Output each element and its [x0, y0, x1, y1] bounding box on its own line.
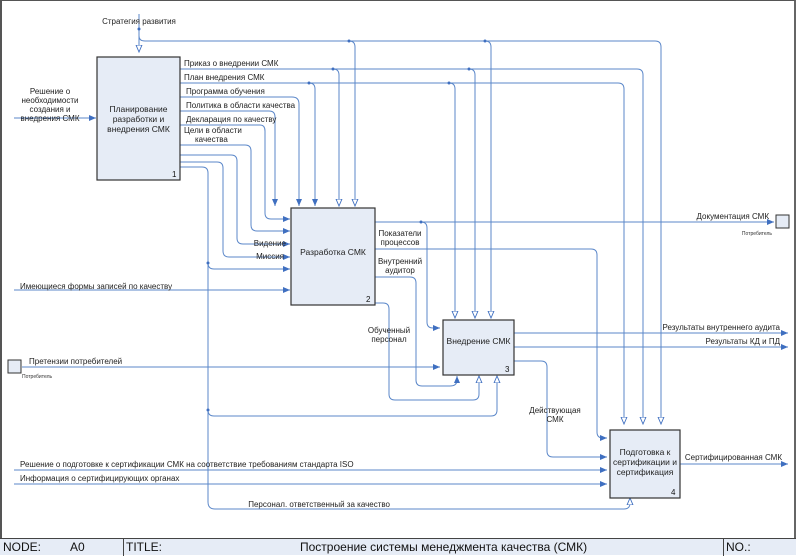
title-separator	[123, 539, 124, 556]
label-training-program: Программа обучения	[186, 87, 265, 96]
label-goals-1: Цели в области	[184, 126, 242, 135]
label-trained-staff-1: Обученный	[368, 326, 410, 335]
title-label: TITLE:	[126, 540, 163, 554]
arrow-active-qms[interactable]	[514, 360, 607, 460]
box-2-label: Разработка СМК	[300, 247, 366, 257]
label-decision-2: необходимости	[21, 96, 78, 105]
consumer-box-right[interactable]	[775, 214, 790, 229]
node-label: NODE:	[3, 540, 42, 554]
box-4-number: 4	[671, 488, 676, 497]
label-order: Приказ о внедрении СМК	[184, 59, 279, 68]
arrow-trained-staff[interactable]	[375, 302, 479, 401]
box-2-number: 2	[366, 295, 371, 304]
arrow-training-program[interactable]	[180, 96, 302, 206]
label-plan: План внедрения СМК	[184, 73, 265, 82]
label-responsible-staff: Персонал. ответственный за качество	[248, 500, 390, 509]
arrow-declaration[interactable]	[180, 124, 290, 222]
label-trained-staff-2: персонал	[371, 335, 407, 344]
box-4-label-line-1: Подготовка к	[620, 447, 671, 457]
node-value: A0	[70, 540, 85, 554]
arrow-strategy[interactable]	[138, 14, 662, 424]
label-declaration: Декларация по качеству	[186, 115, 276, 124]
label-complaints: Претензии потребителей	[29, 357, 122, 366]
activity-box-3[interactable]: Внедрение СМК 3	[442, 319, 515, 376]
label-process-indicators-1: Показатели	[378, 229, 421, 238]
label-decision-4: внедрения СМК	[21, 114, 80, 123]
label-vision: Видение	[254, 239, 287, 248]
activity-box-4[interactable]: Подготовка к сертификации и сертификация…	[609, 429, 681, 499]
no-separator	[723, 539, 724, 556]
consumer-label-left: Потребитель	[22, 374, 52, 380]
label-mission: Миссия	[256, 252, 284, 261]
activity-box-2[interactable]: Разработка СМК 2	[290, 207, 376, 306]
label-decision-3: создания и	[30, 105, 71, 114]
label-cert-bodies-info: Информация о сертифицирующих органах	[20, 474, 179, 483]
label-decision-1: Решение о	[30, 87, 71, 96]
no-label: NO.:	[726, 540, 751, 554]
label-internal-auditor-2: аудитор	[385, 266, 415, 275]
consumer-label-right: Потребитель	[742, 231, 772, 237]
arrow-policy[interactable]	[180, 110, 278, 206]
box-4-label-line-3: сертификация	[617, 467, 674, 477]
label-documentation: Документация СМК	[697, 212, 770, 221]
arrow-goals[interactable]	[180, 144, 290, 234]
label-policy: Политика в области качества	[186, 101, 296, 110]
label-existing-forms: Имеющиеся формы записей по качеству	[20, 282, 172, 291]
arrow-documentation[interactable]	[375, 219, 774, 331]
label-active-qms-2: СМК	[546, 415, 563, 424]
label-internal-auditor-1: Внутренний	[378, 257, 422, 266]
arrow-vision[interactable]	[180, 154, 290, 247]
label-certified-qms: Сертифицированная СМК	[685, 453, 782, 462]
box-1-label-line-3: внедрения СМК	[107, 124, 170, 134]
arrow-plan[interactable]	[180, 81, 624, 425]
consumer-box-left[interactable]	[7, 359, 22, 374]
label-goals-2: качества	[195, 135, 228, 144]
label-cert-decision: Решение о подготовке к сертификации СМК …	[20, 460, 354, 469]
arrow-order[interactable]	[180, 67, 643, 425]
box-1-number: 1	[172, 170, 177, 179]
label-audit-results: Результаты внутреннего аудита	[662, 323, 780, 332]
idef0-diagram: Планирование разработки и внедрения СМК …	[7, 14, 790, 510]
box-1-label-line-1: Планирование	[109, 104, 167, 114]
box-3-number: 3	[505, 365, 510, 374]
activity-box-1[interactable]: Планирование разработки и внедрения СМК …	[96, 56, 181, 181]
label-strategy: Стратегия развития	[102, 17, 176, 26]
arrow-responsible-staff[interactable]	[180, 166, 630, 510]
label-active-qms-1: Действующая	[529, 406, 580, 415]
label-process-indicators-2: процессов	[381, 238, 420, 247]
arrow-process-indicators[interactable]	[375, 248, 607, 441]
title-value: Построение системы менеджмента качества …	[300, 540, 588, 554]
title-bar: NODE: A0 TITLE: Построение системы менед…	[0, 538, 796, 556]
box-4-label-line-2: сертификации и	[613, 457, 677, 467]
arrow-internal-auditor[interactable]	[375, 276, 460, 387]
box-1-label-line-2: разработки и	[113, 114, 165, 124]
box-3-label: Внедрение СМК	[447, 336, 511, 346]
label-kd-pd-results: Результаты КД и ПД	[705, 337, 780, 346]
arrow-mission[interactable]	[180, 161, 290, 260]
